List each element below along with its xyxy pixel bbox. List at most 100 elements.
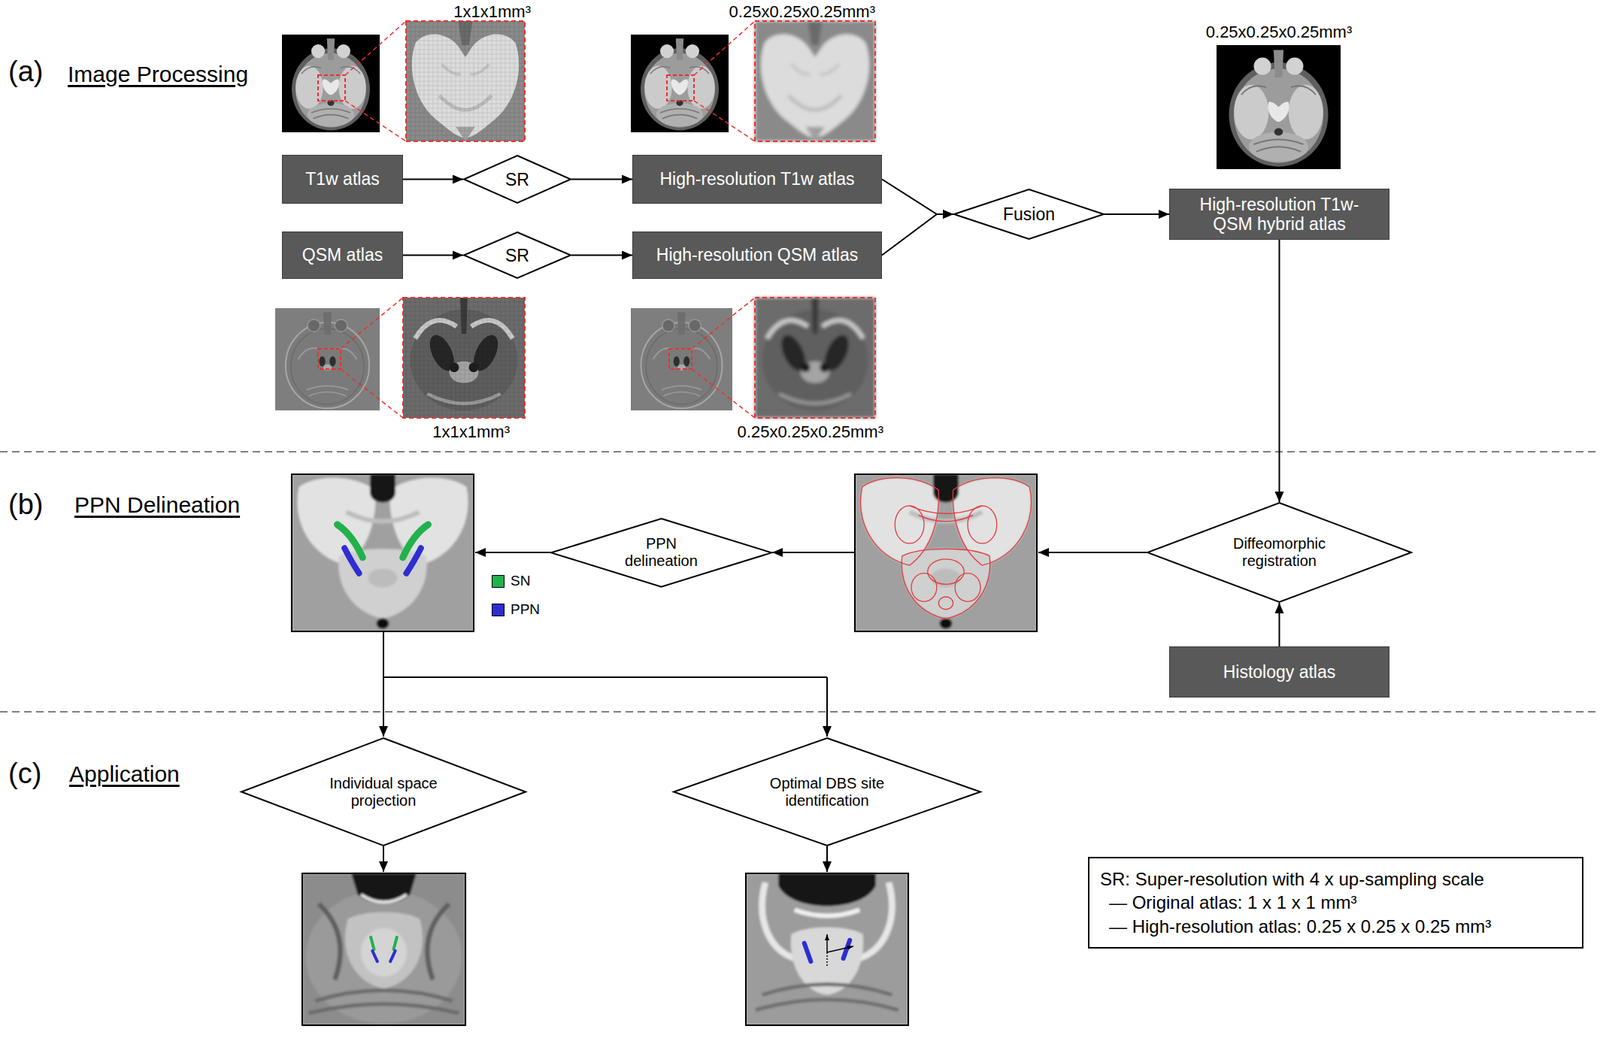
illustration-part [854,474,1037,632]
node-text: SR: Super-resolution with 4 x up-samplin… [1100,867,1485,891]
legend-row: SN [491,572,540,590]
section-letter: (c) [8,757,42,791]
illustration-part [370,937,397,950]
legend-swatch [491,575,505,588]
illustration-part [372,951,395,962]
resolution-label: 1x1x1mm³ [453,2,531,22]
section-title: Image Processing [67,61,249,88]
node-label: SR [494,245,540,265]
illustration-part [754,297,876,419]
illustration-part [406,21,525,142]
illustration-part [475,551,552,554]
illustration-part [318,348,341,370]
node-label: QSM atlas [302,245,383,265]
process-diamond: SR [463,231,572,279]
illustration-part [403,297,525,419]
illustration-part [291,474,474,632]
process-diamond: Individual space projection [240,737,527,847]
section-title: Application [69,761,180,788]
illustration-part [854,474,1037,632]
illustration-part [826,934,828,953]
flow-arrow [1278,239,1281,503]
resolution-label: 0.25x0.25x0.25mm³ [729,2,876,22]
atlas-box: High-resolution T1w-QSM hybrid atlas [1169,188,1390,240]
illustration-part [1216,45,1341,170]
atlas-box: T1w atlas [281,154,404,204]
node-label: High-resolution T1w atlas [659,169,855,189]
illustration-part [345,21,407,142]
illustration-part [382,846,385,873]
atlas-box: High-resolution QSM atlas [632,231,882,279]
node-text: High-resolution T1w atlas [659,169,855,189]
flow-lines [383,552,1147,873]
dbs-arrows [827,934,854,968]
section-title: PPN Delineation [74,492,240,519]
diamond-shape [463,155,571,204]
legend-text: SN [510,572,531,590]
node-label: Individual space projection [327,775,440,810]
illustration-part [952,478,1031,567]
section-letter: (a) [8,55,43,89]
node-text: High-resolution T1w-QSM hybrid atlas [1189,194,1370,235]
diamond-shape [241,738,526,846]
illustration-part [630,34,729,133]
resolution-label: 0.25x0.25x0.25mm³ [737,422,884,442]
illustration-part [754,297,876,419]
resolution-label: 0.25x0.25x0.25mm³ [1206,22,1352,42]
illustration-part [291,474,474,632]
illustration-part [691,297,755,419]
diamond-shape [673,738,981,846]
illustration-part [745,873,909,1026]
flow-arrow [1104,213,1170,216]
illustration-part [406,21,525,142]
node-label: High-resolution T1w-QSM hybrid atlas [1189,194,1370,235]
node-text: SR [505,245,530,265]
individual-panel [302,873,466,1026]
flow-arrow [571,254,633,257]
flow-arrow [571,178,633,181]
flow-arrow [881,179,954,216]
section-letter: (b) [8,488,43,522]
illustration-part [745,873,909,1026]
illustration-part [340,297,404,419]
flow-arrow [881,214,954,256]
illustration-part [860,478,1032,620]
atlas-box: QSM atlas [281,231,404,279]
node-label: High-resolution QSM atlas [656,245,858,265]
node-label: Fusion [991,204,1067,225]
illustration-part [666,75,694,101]
flow-arrow [403,178,464,181]
illustration-part [927,559,964,585]
diamond-shape [463,232,571,279]
illustration-part [1216,45,1341,170]
illustration-part [754,21,876,142]
process-diamond: Optimal DBS site identification [672,737,982,847]
illustration-part [894,506,925,544]
illustration-part [1038,551,1147,554]
illustration-part [754,21,876,142]
illustration-part [281,34,380,133]
node-label: Diffeomorphic registration [1228,535,1331,570]
node-label: PPN delineation [614,535,709,570]
node-text: Fusion [1003,204,1055,225]
node-text: Individual space projection [327,775,440,810]
node-label: Optimal DBS site identification [766,775,888,810]
process-diamond: PPN delineation [550,518,773,588]
diamond-shape [1147,503,1412,603]
node-text: T1w atlas [305,169,379,189]
atlas-box: Histology atlas [1169,646,1390,698]
illustration-part [826,677,828,737]
illustration-part [827,946,854,953]
process-diamond: Diffeomorphic registration [1146,502,1413,604]
illustration-part [382,677,385,737]
illustration-part [669,348,692,370]
note-box: SR: Super-resolution with 4 x up-samplin… [1087,857,1584,949]
illustration-part [318,75,346,101]
flow-arrow [1278,603,1281,647]
illustration-part [954,573,981,603]
node-label: Histology atlas [1223,662,1337,682]
legend-text: PPN [510,601,540,619]
t1w-images [281,21,876,142]
illustration-part [302,873,466,1026]
node-text: High-resolution QSM atlas [656,245,858,265]
